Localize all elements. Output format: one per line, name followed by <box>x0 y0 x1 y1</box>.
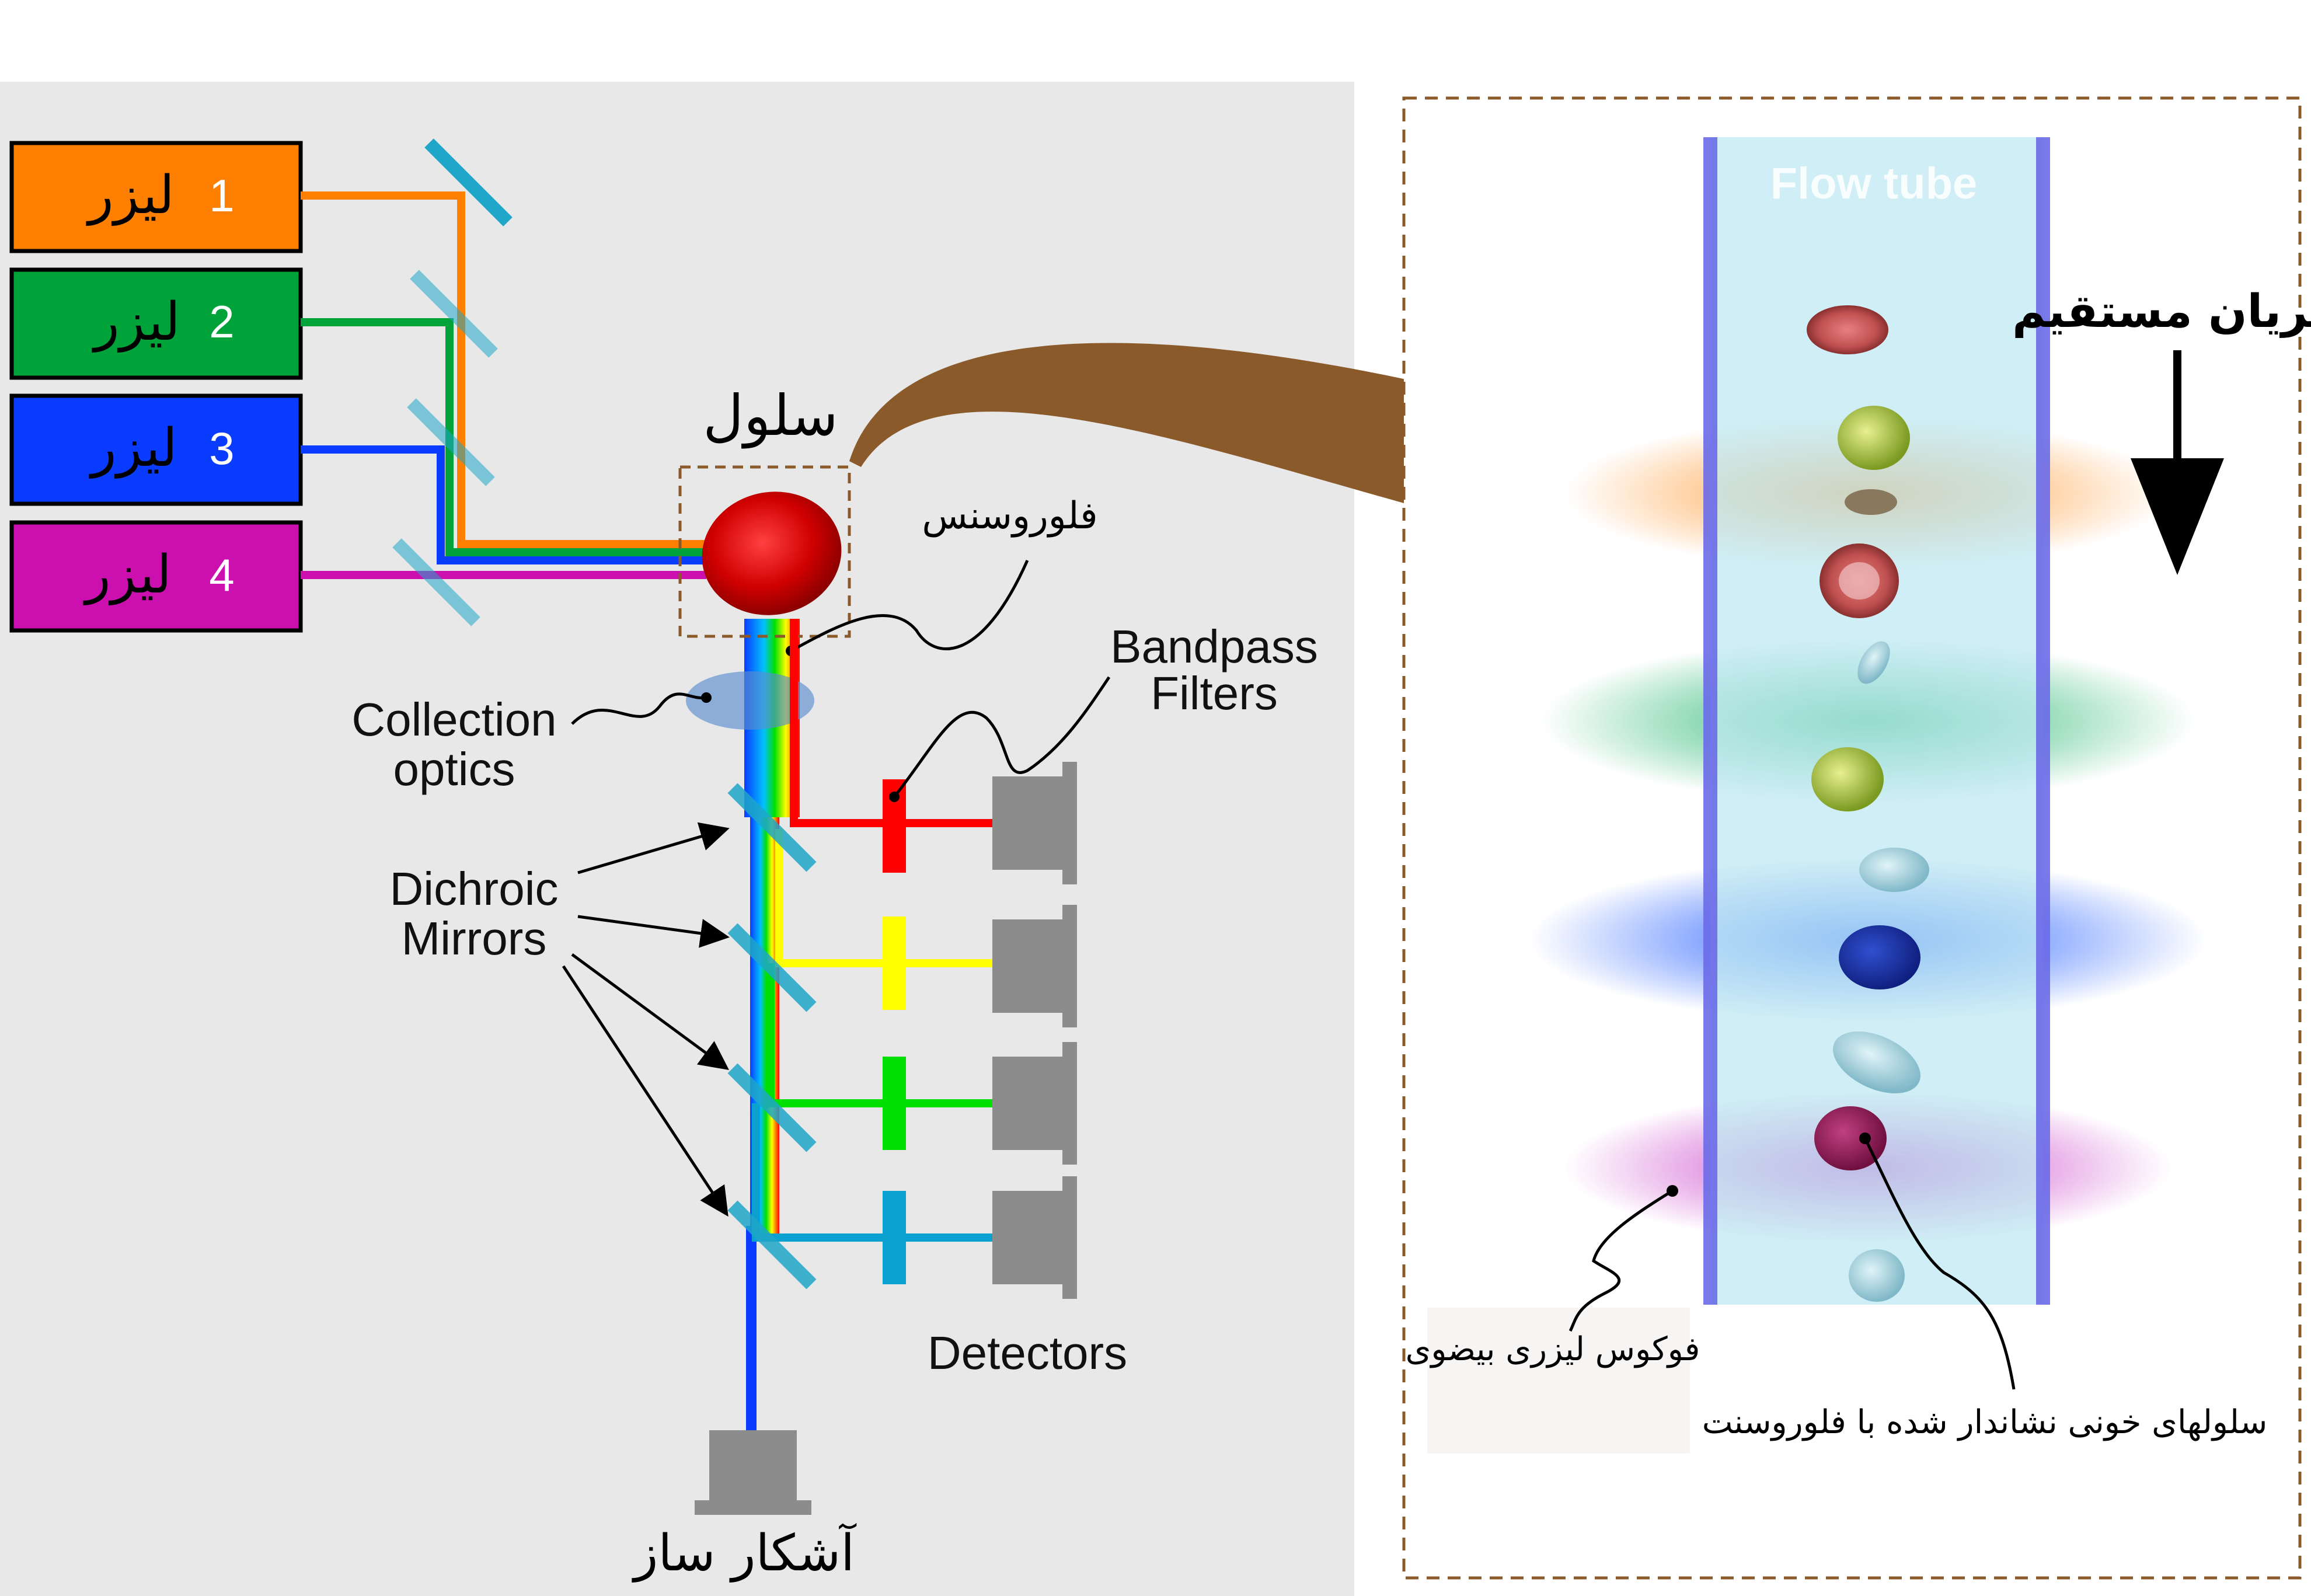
tube-wall-right <box>2036 137 2050 1305</box>
detectors-label: Detectors <box>928 1327 1127 1379</box>
bottom-detector <box>695 1430 811 1515</box>
tube-cell-1 <box>1807 305 1888 354</box>
flow-direction-label: جریان مستقیم <box>2012 285 2311 338</box>
tube-cell-8 <box>1839 925 1920 989</box>
cell <box>702 492 842 615</box>
dichroic-arrows <box>562 822 730 1217</box>
detector-3 <box>992 1042 1077 1165</box>
collection-optics-line1: Collection <box>351 694 556 745</box>
flow-tube-label: Flow tube <box>1770 159 1978 208</box>
bottom-detector-label: آشکار ساز <box>632 1523 857 1583</box>
laser-3-number: 3 <box>209 423 234 474</box>
tube-cell-10 <box>1814 1106 1887 1170</box>
laser-focus-label: فوکوس لیزری بیضوی <box>1406 1330 1700 1368</box>
flow-arrow-head <box>2131 458 2224 575</box>
bandpass-filter-4 <box>883 1191 906 1284</box>
laser-3-label: لیزر <box>89 417 177 479</box>
input-mirrors <box>392 138 513 626</box>
laser-2-label: لیزر <box>92 291 180 353</box>
laser-1-number: 1 <box>209 170 234 221</box>
labeled-cells-label: سلولهای خونی نشاندار شده با فلوروسنت <box>1702 1403 2268 1441</box>
mirror-2 <box>410 270 498 358</box>
tube-cell-11 <box>1849 1249 1905 1302</box>
bandpass-leader <box>893 676 1111 798</box>
laser-focus-leader <box>1568 1189 1674 1332</box>
laser-focus-label-bg <box>1427 1308 1690 1454</box>
bandpass-line1: Bandpass <box>1110 621 1318 672</box>
collection-optics-line2: optics <box>393 743 515 795</box>
labeled-cells-leader <box>1863 1137 2016 1390</box>
laser-2-number: 2 <box>209 296 234 347</box>
flow-arrow-shaft <box>2173 350 2181 467</box>
yellow-branch <box>775 829 992 967</box>
bandpass-line2: Filters <box>1151 667 1278 719</box>
beam-3 <box>301 445 706 564</box>
cell-label: سلول <box>703 383 838 449</box>
detectors <box>695 762 1077 1515</box>
laser-3: لیزر 3 <box>9 393 303 506</box>
mirror-4 <box>392 538 480 626</box>
laser-4-number: 4 <box>209 549 234 601</box>
dichroic-mirrors <box>727 783 817 1290</box>
detector-2 <box>992 905 1077 1027</box>
fluorescence-leader <box>790 559 1029 653</box>
tube-cell-5 <box>1857 641 1890 684</box>
dichroic-arrow-4 <box>562 965 728 1217</box>
bandpass-filter-2 <box>883 917 906 1010</box>
tube-cells <box>1807 305 1929 1302</box>
laser-1: لیزر 1 <box>9 141 303 253</box>
laser-2: لیزر 2 <box>9 267 303 380</box>
collection-lens <box>686 671 814 730</box>
dichroic-line1: Dichroic <box>390 863 559 915</box>
flow-direction-arrow <box>2131 350 2224 575</box>
dichroic-arrow-3 <box>571 953 730 1070</box>
laser-1-label: لیزر <box>86 165 175 226</box>
collection-leader <box>571 692 707 725</box>
tube-cell-2 <box>1838 406 1910 470</box>
laser-4: لیزر 4 <box>9 520 303 633</box>
tube-cell-7 <box>1859 848 1929 892</box>
red-branch <box>790 619 992 827</box>
beam-1 <box>301 191 706 548</box>
mirror-3 <box>407 398 495 486</box>
dichroic-arrow-2 <box>577 915 730 948</box>
dichroic-mirror-4 <box>727 1200 817 1290</box>
dichroic-mirror-2 <box>727 923 817 1012</box>
tube-cell-3 <box>1845 489 1897 515</box>
dichroic-mirror-3 <box>727 1063 817 1152</box>
detector-1 <box>992 762 1077 884</box>
detector-4 <box>992 1176 1077 1299</box>
dichroic-arrow-1 <box>577 822 730 874</box>
blue-lower-beam <box>746 1226 757 1430</box>
dichroic-mirror-1 <box>727 783 817 872</box>
tube-cell-4-center <box>1839 562 1880 600</box>
tube-cell-9 <box>1833 1032 1920 1093</box>
tube-wall-left <box>1703 137 1717 1305</box>
dichroic-line2: Mirrors <box>402 912 547 964</box>
tube-cell-6 <box>1811 747 1884 811</box>
mirror-1 <box>424 138 513 226</box>
bandpass-filter-3 <box>883 1057 906 1150</box>
laser-4-label: لیزر <box>83 544 172 605</box>
laser-boxes: لیزر 1 لیزر 2 لیزر 3 لیزر 4 <box>9 141 303 633</box>
fluorescence-label: فلوروسنس <box>922 494 1097 538</box>
cell-highlight-box <box>678 465 851 638</box>
